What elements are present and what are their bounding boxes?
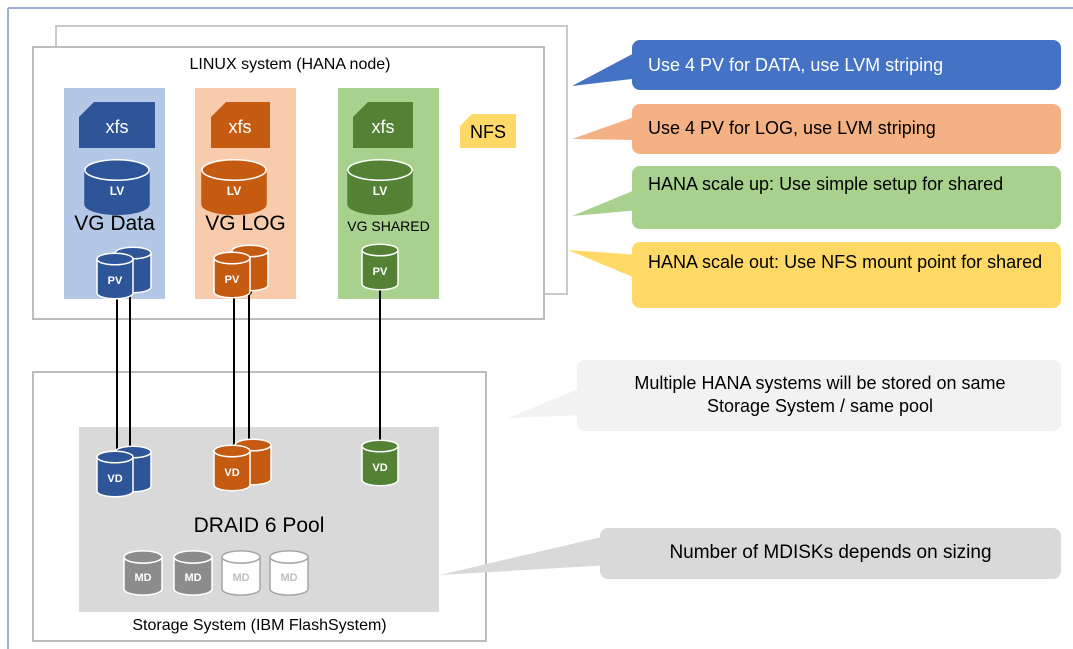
callout-shared-box: [632, 166, 1061, 229]
callout-multi-pointer: [508, 385, 588, 418]
lv-cylinder-data-label: LV: [110, 184, 124, 198]
vd-cylinder-log: VD: [213, 444, 251, 492]
callout-data-pointer: [572, 50, 640, 86]
md-cylinder-1-label: MD: [134, 572, 151, 584]
callout-shared-pointer: [572, 188, 640, 216]
storage-system-title: Storage System (IBM FlashSystem): [132, 617, 387, 634]
pv-vd-connectors: [116, 282, 381, 454]
nfs-icon: NFS: [460, 114, 516, 148]
xfs-data-text: xfs: [105, 117, 128, 137]
callout-multi-text: Multiple HANA systems will be stored on …: [634, 373, 1006, 416]
callout-nfs-pointer: [568, 250, 640, 280]
linux-system-title: LINUX system (HANA node): [189, 56, 391, 73]
pv-cylinder-shared-label: PV: [373, 266, 388, 278]
md-cylinder-1: MD: [123, 550, 163, 596]
pv-cylinder-log: PV: [213, 251, 251, 299]
vg-data-label: VG Data: [74, 212, 155, 235]
callout-log-pointer: [572, 115, 640, 140]
callout-data-box: [632, 40, 1061, 90]
callout-mdisk-pointer: [440, 535, 610, 575]
md-cylinder-2: MD: [173, 550, 213, 596]
xfs-shared-text: xfs: [371, 117, 394, 137]
vd-cylinder-log-label: VD: [224, 467, 239, 479]
vd-cylinder-data: VD: [96, 450, 134, 498]
pool-title: DRAID 6 Pool: [193, 514, 325, 537]
callout-nfs-text: HANA scale out: Use NFS mount point for …: [648, 252, 1043, 272]
lv-cylinder-shared-label: LV: [373, 184, 387, 198]
lv-cylinder-log: LV: [201, 159, 267, 215]
xfs-shared-icon: xfs: [353, 102, 413, 148]
vd-cylinder-data-label: VD: [107, 473, 122, 485]
md-cylinder-2-label: MD: [184, 572, 201, 584]
callout-shared-text: HANA scale up: Use simple setup for shar…: [648, 174, 1004, 194]
callout-log-box: [632, 104, 1061, 154]
md-cylinder-4-label: MD: [280, 572, 297, 584]
lv-cylinder-data: LV: [84, 159, 150, 215]
vg-log-label: VG LOG: [205, 212, 286, 235]
xfs-data-icon: xfs: [79, 102, 155, 148]
md-cylinder-3-label: MD: [232, 572, 249, 584]
vd-cylinder-shared-label: VD: [372, 462, 387, 474]
pv-cylinder-log-label: PV: [225, 274, 240, 286]
pv-cylinder-data: PV: [96, 252, 134, 300]
callout-log-text: Use 4 PV for LOG, use LVM striping: [648, 118, 936, 138]
pv-cylinder-data-label: PV: [108, 275, 123, 287]
lv-cylinder-log-label: LV: [227, 184, 241, 198]
callout-data-text: Use 4 PV for DATA, use LVM striping: [648, 55, 944, 75]
xfs-log-text: xfs: [228, 117, 251, 137]
vd-cylinder-shared: VD: [361, 439, 399, 487]
callout-mdisk-box: [600, 528, 1061, 579]
callout-mdisk-text: Number of MDISKs depends on sizing: [669, 542, 992, 563]
pv-cylinder-shared: PV: [361, 243, 399, 291]
callout-nfs-box: [632, 242, 1061, 308]
md-cylinder-3: MD: [221, 550, 261, 596]
lv-cylinder-shared: LV: [347, 159, 413, 215]
callout-multi-box: [577, 360, 1061, 431]
nfs-text: NFS: [470, 122, 506, 142]
md-cylinder-4: MD: [269, 550, 309, 596]
xfs-log-icon: xfs: [211, 102, 270, 148]
vg-shared-label: VG SHARED: [347, 218, 430, 234]
